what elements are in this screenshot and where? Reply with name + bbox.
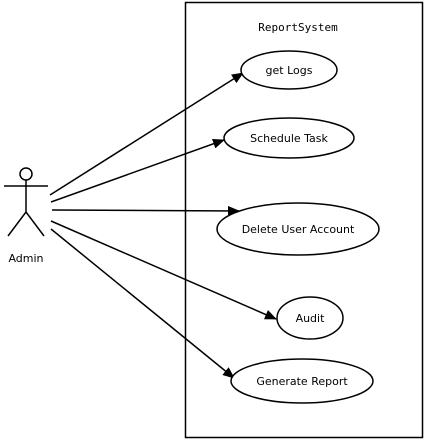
association-schedule-task bbox=[50, 139, 225, 203]
use-case-label: Generate Report bbox=[256, 375, 348, 388]
association-audit bbox=[50, 220, 277, 320]
use-case-label: Delete User Account bbox=[242, 223, 355, 236]
system-boundary bbox=[184, 1, 424, 439]
use-case-audit: Audit bbox=[276, 296, 344, 340]
actor-head-icon bbox=[19, 167, 33, 181]
use-case-label: get Logs bbox=[266, 64, 313, 77]
use-case-label: Schedule Task bbox=[250, 132, 328, 145]
association-delete-user-account bbox=[51, 205, 240, 216]
use-case-generate-report: Generate Report bbox=[230, 358, 374, 404]
use-case-get-logs: get Logs bbox=[240, 50, 338, 90]
system-name: ReportSystem bbox=[258, 21, 338, 34]
use-case-label: Audit bbox=[296, 312, 326, 325]
use-case-schedule-task: Schedule Task bbox=[223, 117, 355, 159]
association-generate-report bbox=[50, 228, 235, 379]
actor-name: Admin bbox=[8, 252, 43, 265]
association-get-logs bbox=[49, 72, 244, 196]
use-case-delete-user-account: Delete User Account bbox=[216, 202, 380, 256]
actor-admin bbox=[4, 167, 48, 237]
